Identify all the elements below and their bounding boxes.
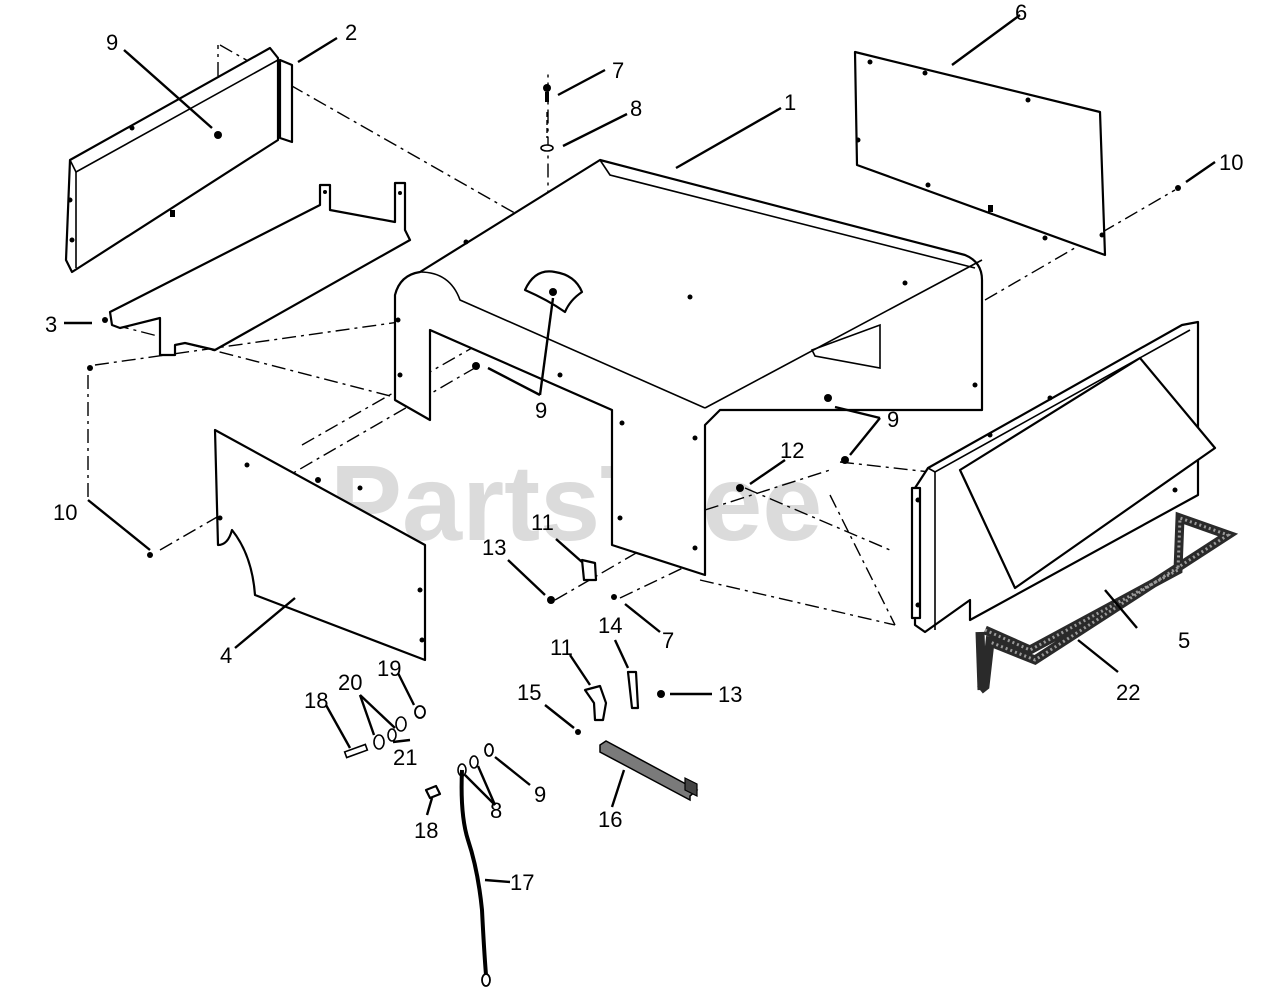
callout-5: 5 <box>1178 628 1190 653</box>
callout-12: 12 <box>780 438 804 463</box>
part-2-left-panel <box>64 46 294 274</box>
part-5-duct <box>910 320 1217 634</box>
callout-20: 20 <box>338 670 362 695</box>
callout-7-lower: 7 <box>662 628 674 653</box>
part-3-bracket <box>102 181 412 357</box>
callout-labels: 9 2 3 4 5 6 7 8 1 10 10 9 9 12 11 13 7 1… <box>45 0 1243 895</box>
callout-21: 21 <box>393 745 417 770</box>
callout-10-right: 10 <box>1219 150 1243 175</box>
callout-13-right: 13 <box>718 682 742 707</box>
callout-16: 16 <box>598 807 622 832</box>
callout-8-lower: 8 <box>490 798 502 823</box>
part-6-rear-panel <box>853 50 1107 257</box>
callout-22: 22 <box>1116 680 1140 705</box>
callout-14: 14 <box>598 613 622 638</box>
callout-13-left: 13 <box>482 535 506 560</box>
callout-9-left-panel: 9 <box>106 30 118 55</box>
callout-9-right: 9 <box>887 407 899 432</box>
callout-11-lower: 11 <box>550 635 573 660</box>
callout-7-top: 7 <box>612 58 624 83</box>
callout-1: 1 <box>784 90 796 115</box>
part-4-lower-panel <box>213 428 427 662</box>
callout-19: 19 <box>377 656 401 681</box>
callout-4: 4 <box>220 643 232 668</box>
part-22-gasket <box>975 511 1239 694</box>
callout-18-lower: 18 <box>414 818 438 843</box>
callout-9-lower: 9 <box>534 782 546 807</box>
callout-9-hood: 9 <box>535 398 547 423</box>
part-1-hood <box>393 158 984 577</box>
callout-6: 6 <box>1015 0 1027 25</box>
leader-lines <box>64 14 1216 884</box>
callout-2: 2 <box>345 20 357 45</box>
callout-3: 3 <box>45 312 57 337</box>
callout-17: 17 <box>510 870 534 895</box>
callout-18-top: 18 <box>304 688 328 713</box>
callout-11-top: 11 <box>531 510 554 535</box>
callout-10-left: 10 <box>53 500 77 525</box>
hardware <box>87 84 1181 987</box>
callout-8-top: 8 <box>630 96 642 121</box>
callout-15: 15 <box>517 680 541 705</box>
